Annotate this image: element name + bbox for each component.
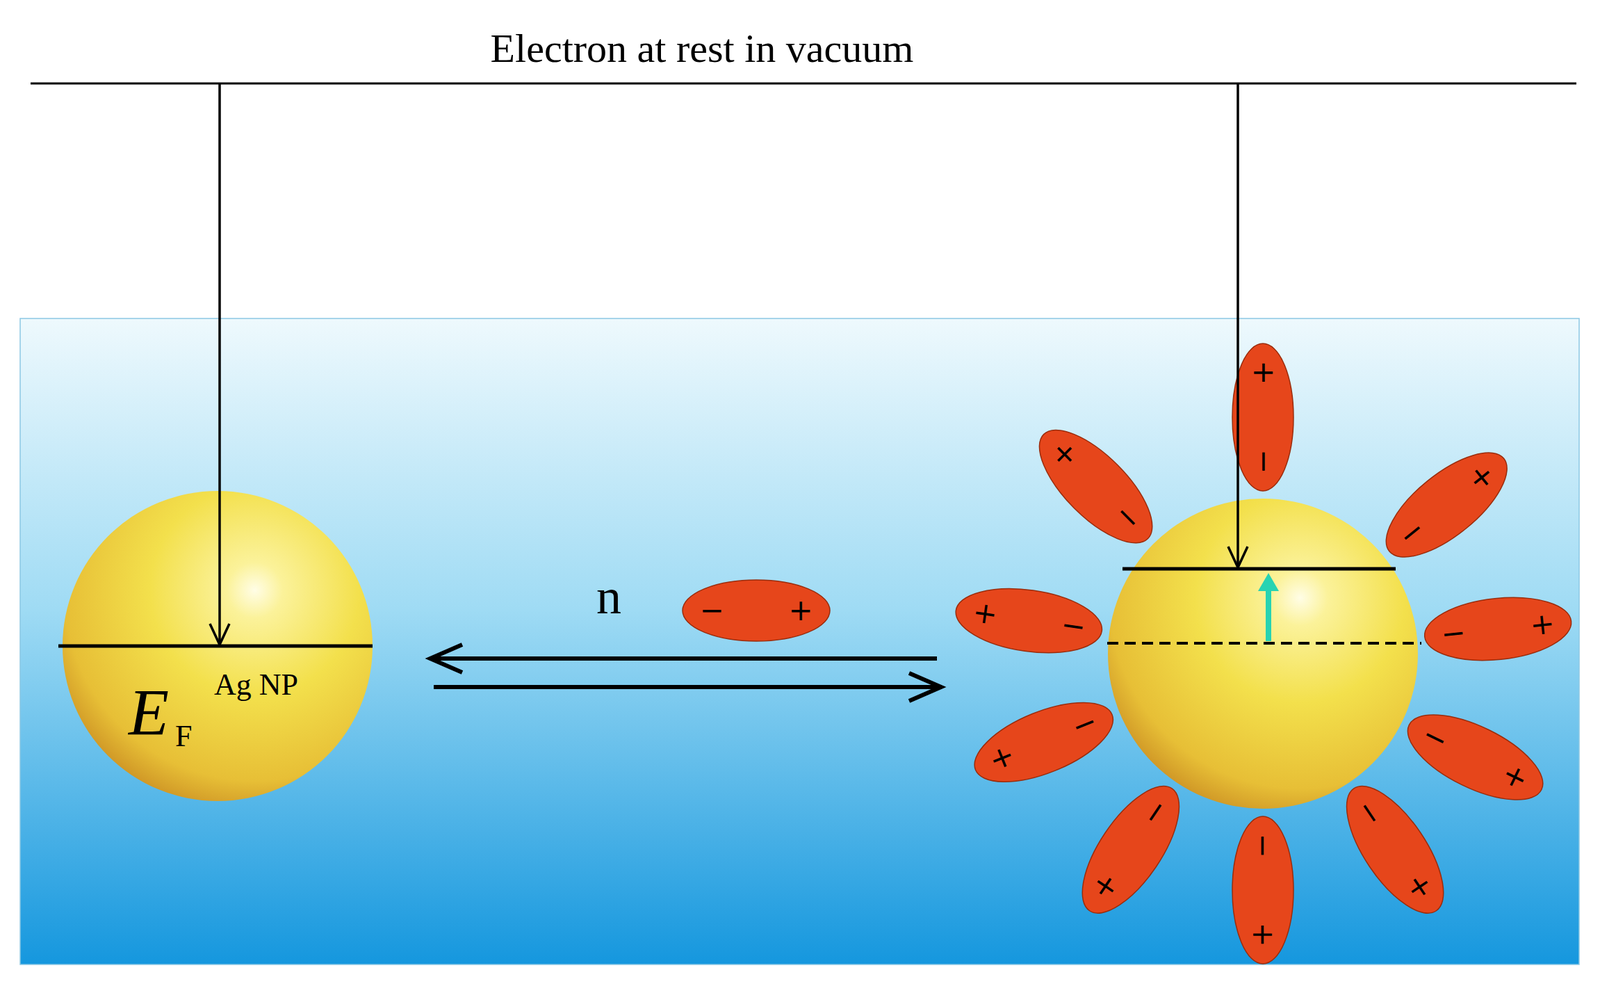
- fermi-level-line: [58, 644, 373, 648]
- label-holder: +: [1087, 868, 1126, 905]
- label-holder: +: [985, 740, 1019, 777]
- dipole-charge-sign: +: [1248, 921, 1278, 946]
- arrow-shaft: [218, 83, 222, 643]
- label-holder: +: [970, 598, 1000, 631]
- dipole-charge-sign: −: [699, 595, 724, 625]
- dipole-charge-sign: −: [1248, 449, 1278, 474]
- node-text-holder: E: [128, 679, 169, 746]
- solvent-dipole: [1421, 590, 1575, 668]
- dipole-charge-sign: −: [1068, 706, 1102, 744]
- dipole-charge-sign: −: [1108, 499, 1147, 538]
- solvent-dipole: [1369, 434, 1523, 575]
- vacuum-level-label: Electron at rest in vacuum: [490, 28, 914, 69]
- label-holder: −: [1248, 832, 1278, 857]
- equilibrium-arrow: [432, 656, 937, 661]
- water-region: [20, 318, 1580, 965]
- solvent-dipoles: [682, 343, 1575, 964]
- label-holder: Electron at rest in vacuum: [490, 28, 914, 69]
- label-holder: −: [1393, 513, 1432, 552]
- solvent-dipole: [964, 686, 1124, 798]
- solvent-dipole: [682, 579, 830, 641]
- shift-arrow: [1265, 589, 1272, 641]
- dipole-charge-sign: +: [1087, 868, 1126, 905]
- stoichiometry-label: n: [596, 571, 622, 622]
- superscript: Ag NP: [214, 669, 299, 700]
- dipole-charge-sign: −: [1248, 832, 1278, 857]
- label-holder: −: [1108, 499, 1147, 538]
- label-holder: +: [1248, 360, 1278, 385]
- dipole-charge-sign: +: [1528, 608, 1556, 640]
- dipole-charge-sign: +: [1045, 435, 1084, 475]
- label-holder: −: [699, 595, 724, 625]
- solvated-nanoparticle: [1107, 498, 1418, 809]
- arrow-shaft: [1236, 83, 1240, 566]
- label-holder: −: [1248, 449, 1278, 474]
- arrows: [209, 83, 1279, 701]
- equilibrium-arrow: [433, 684, 940, 689]
- label-holder: +: [1497, 758, 1533, 796]
- equilibrium-arrow-head: [430, 644, 463, 673]
- solvent-dipole: [1395, 697, 1555, 817]
- solvent-dipole: [951, 579, 1106, 661]
- dipole-charge-sign: −: [1136, 793, 1175, 831]
- label-holder: +: [788, 595, 813, 625]
- solvent-dipole: [1232, 815, 1294, 964]
- solvent-dipole: [1022, 412, 1170, 561]
- vacuum-level-line: [30, 82, 1577, 85]
- arrow-head: [209, 623, 230, 645]
- dipole-charge-sign: −: [1440, 617, 1468, 649]
- label-holder: +: [1248, 921, 1278, 946]
- dipole-charge-sign: +: [1248, 360, 1278, 385]
- arrow-head: [1228, 546, 1248, 568]
- label-holder: +: [1462, 457, 1500, 496]
- dipole-charge-sign: +: [1462, 457, 1500, 496]
- dipole-charge-sign: −: [1351, 793, 1390, 831]
- dipole-charge-sign: −: [1417, 718, 1453, 756]
- label-holder: +: [1045, 435, 1084, 475]
- solvent-dipole: [1064, 770, 1198, 928]
- shift-arrow-head: [1258, 572, 1279, 591]
- dipole-charge-sign: −: [1058, 610, 1088, 643]
- label-holder: −: [1440, 617, 1468, 649]
- label-holder: −: [1136, 793, 1175, 831]
- dipole-charge-sign: −: [1393, 513, 1432, 552]
- node-text-holder: F: [175, 720, 192, 752]
- solvent-dipole: [1328, 770, 1462, 928]
- label-holder: −: [1068, 706, 1102, 744]
- dipole-charge-sign: +: [1401, 868, 1440, 905]
- equilibrium-arrow-head: [909, 672, 942, 701]
- subscript: F: [175, 720, 192, 752]
- node-text-holder: Ag NP: [214, 669, 299, 700]
- symbol-main: E: [128, 679, 169, 746]
- shifted-fermi-level-line: [1122, 567, 1396, 571]
- original-fermi-level-dashed: [1107, 641, 1422, 645]
- solvent-dipole: [1232, 343, 1294, 491]
- label-holder: +: [1528, 608, 1556, 640]
- label-holder: −: [1058, 610, 1088, 643]
- dipole-charge-sign: +: [970, 598, 1000, 631]
- dipole-charge-sign: +: [985, 740, 1019, 777]
- label-holder: +: [1401, 868, 1440, 905]
- label-holder: −: [1351, 793, 1390, 831]
- dipole-charge-sign: +: [788, 595, 813, 625]
- label-holder: n: [596, 571, 622, 622]
- dipole-charge-sign: +: [1497, 758, 1533, 796]
- label-holder: −: [1417, 718, 1453, 756]
